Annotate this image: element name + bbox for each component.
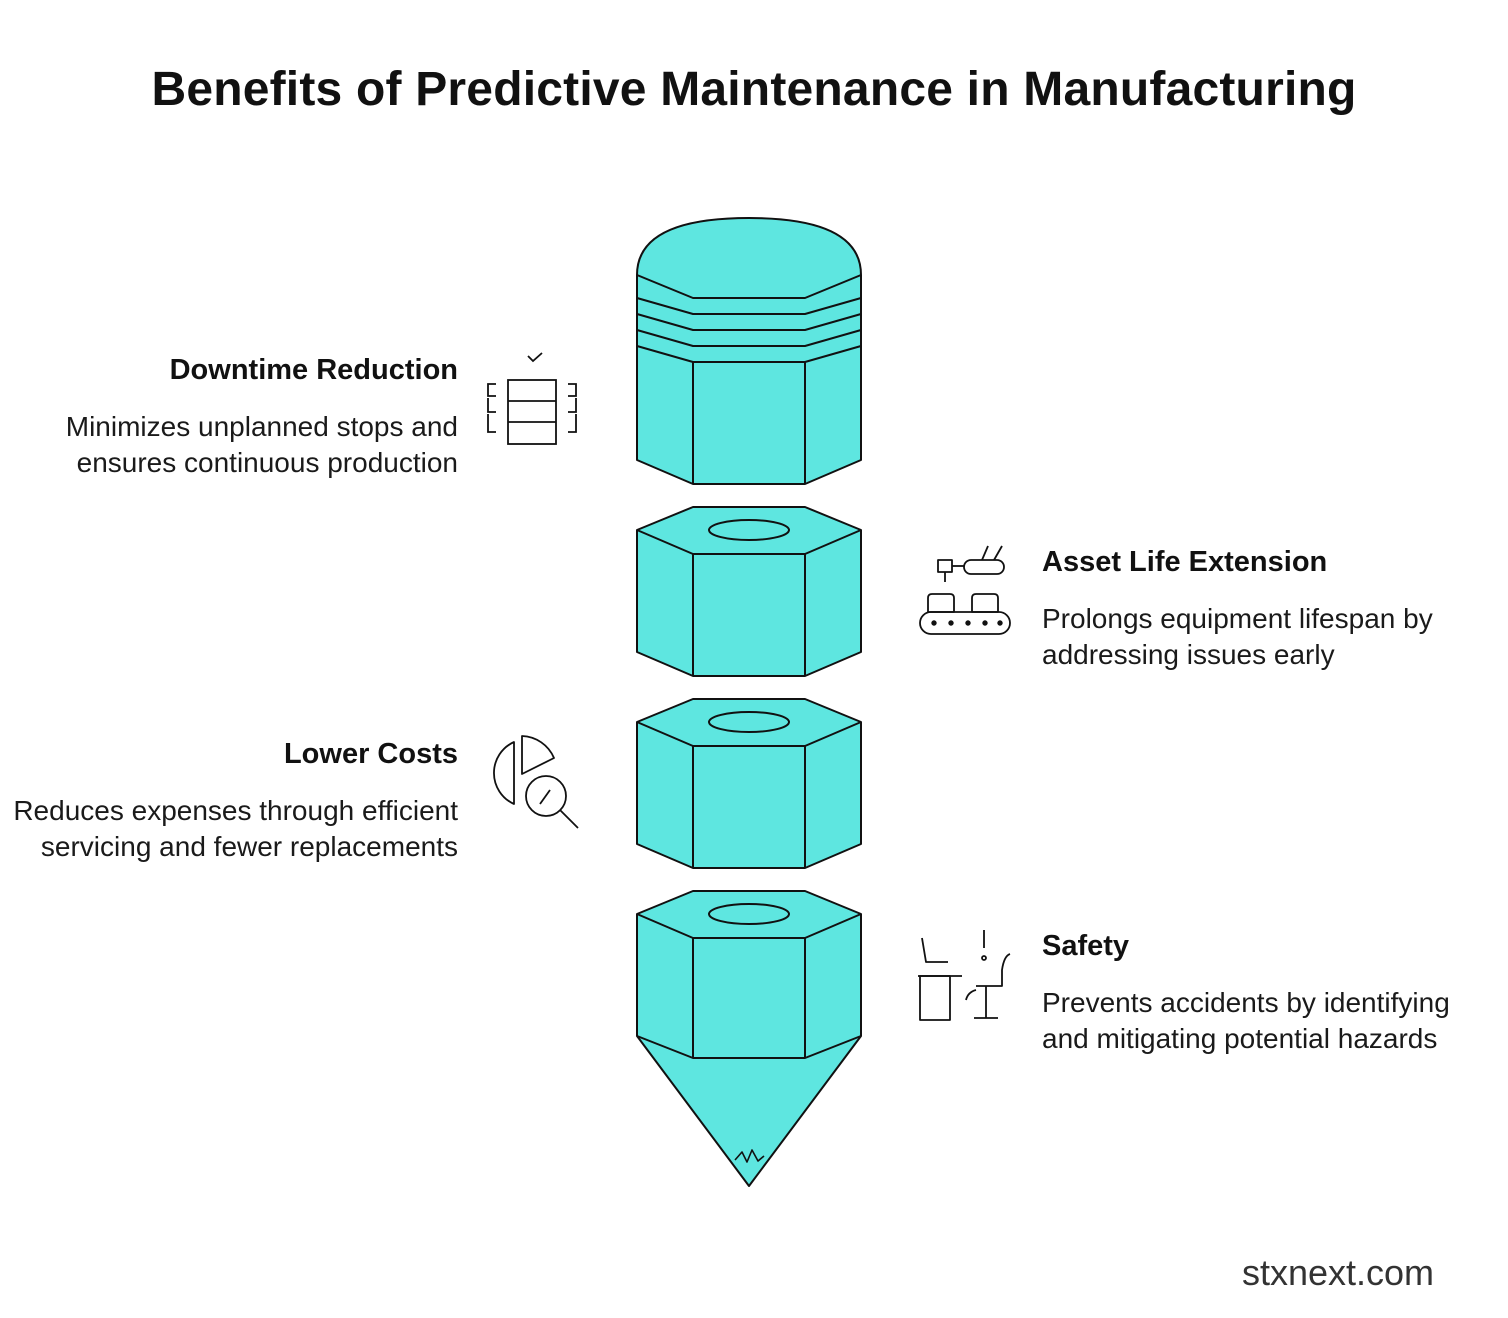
bolt-stack-illustration (636, 217, 862, 1187)
footer-brand: stxnext.com (1241, 1252, 1434, 1293)
benefit-heading: Safety (1042, 930, 1130, 962)
page-title: Benefits of Predictive Maintenance in Ma… (151, 63, 1357, 116)
benefit-description: Minimizes unplanned stops and ensures co… (65, 411, 458, 478)
checklist-icon (487, 352, 577, 445)
benefit-description: Prevents accidents by identifying and mi… (1042, 987, 1450, 1054)
bolt-tip-segment (636, 890, 862, 1187)
benefit-asset-life-extension: Asset Life Extension Prolongs equipment … (1042, 546, 1482, 673)
nut-segment-2 (636, 698, 862, 869)
bolt-head-segment (636, 217, 862, 485)
benefit-description: Prolongs equipment lifespan by addressin… (1042, 603, 1433, 670)
benefit-description: Reduces expenses through efficient servi… (13, 795, 458, 862)
benefit-lower-costs: Lower Costs Reduces expenses through eff… (0, 738, 458, 865)
benefit-heading: Asset Life Extension (1042, 546, 1328, 578)
pie-chart-magnifier-icon (493, 735, 579, 829)
benefit-heading: Lower Costs (283, 738, 458, 770)
conveyor-robot-icon (919, 545, 1011, 635)
benefit-heading: Downtime Reduction (169, 354, 458, 386)
nut-segment-1 (636, 506, 862, 677)
workstation-hazard-icon (918, 930, 1011, 1021)
benefit-safety: Safety Prevents accidents by identifying… (1042, 930, 1482, 1057)
benefit-downtime-reduction: Downtime Reduction Minimizes unplanned s… (0, 354, 458, 481)
